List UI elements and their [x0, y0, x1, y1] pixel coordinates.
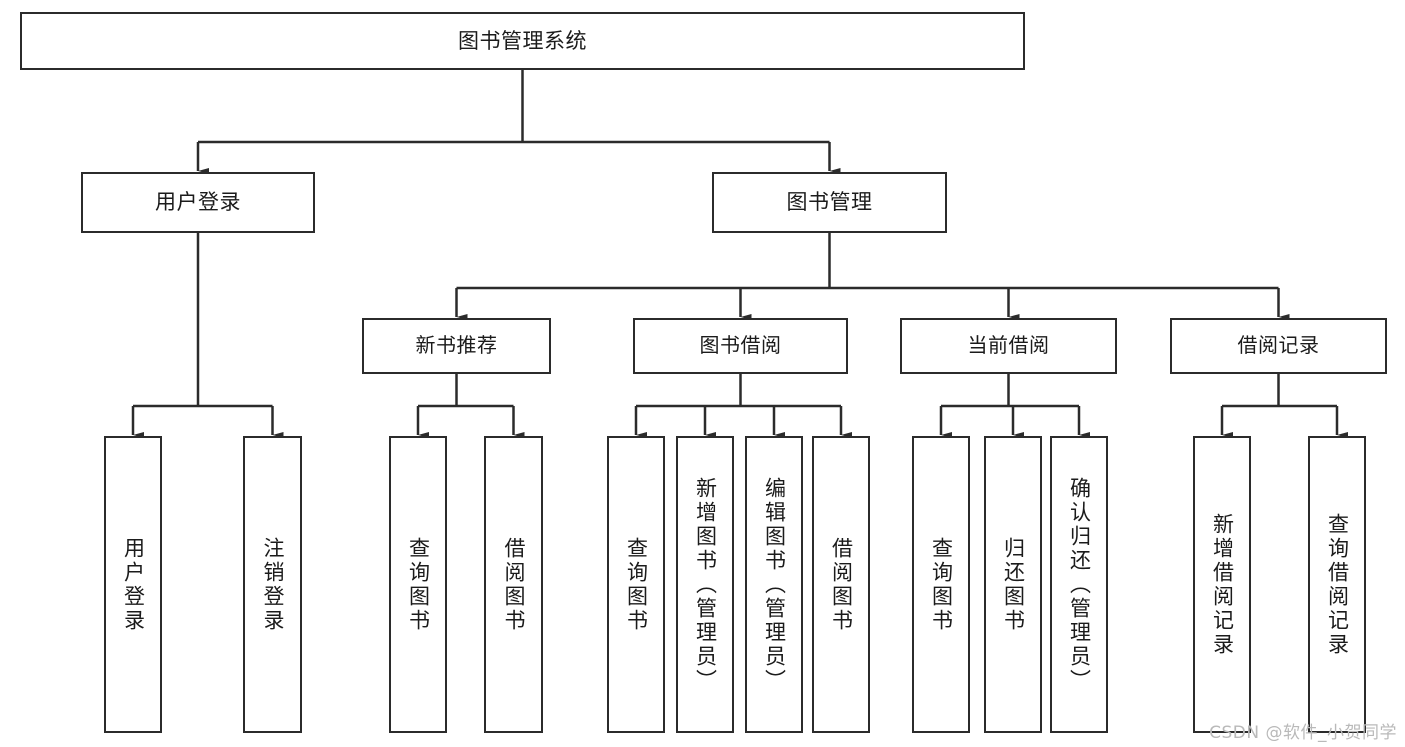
- node-leaf-query-book-2[interactable]: 查询图书: [607, 436, 665, 733]
- node-label: 查询借阅记录: [1325, 512, 1350, 657]
- csdn-watermark: CSDN @软件_小贺同学: [1209, 723, 1397, 743]
- node-label: 借阅图书: [502, 536, 527, 633]
- node-label: 确认归还（管理员）: [1067, 476, 1092, 693]
- node-leaf-borrow-book-1[interactable]: 借阅图书: [484, 436, 543, 733]
- node-label: 编辑图书（管理员）: [762, 476, 787, 693]
- node-leaf-confirm-return[interactable]: 确认归还（管理员）: [1050, 436, 1108, 733]
- node-label: 图书管理系统: [458, 28, 587, 53]
- node-label: 查询图书: [929, 536, 954, 633]
- node-new-book-recommend[interactable]: 新书推荐: [362, 318, 551, 374]
- node-label: 新增图书（管理员）: [693, 476, 718, 693]
- node-leaf-user-logout[interactable]: 注销登录: [243, 436, 302, 733]
- node-user-login[interactable]: 用户登录: [81, 172, 315, 233]
- node-leaf-query-record[interactable]: 查询借阅记录: [1308, 436, 1366, 733]
- node-book-borrow[interactable]: 图书借阅: [633, 318, 848, 374]
- node-current-borrow[interactable]: 当前借阅: [900, 318, 1117, 374]
- node-root-system[interactable]: 图书管理系统: [20, 12, 1025, 70]
- node-label: 归还图书: [1001, 536, 1026, 633]
- node-label: 查询图书: [624, 536, 649, 633]
- node-label: 借阅图书: [829, 536, 854, 633]
- node-label: 当前借阅: [967, 333, 1050, 358]
- node-label: 用户登录: [121, 536, 146, 633]
- node-label: 图书管理: [786, 190, 873, 215]
- node-leaf-query-book-1[interactable]: 查询图书: [389, 436, 447, 733]
- node-leaf-return-book[interactable]: 归还图书: [984, 436, 1042, 733]
- node-book-manage[interactable]: 图书管理: [712, 172, 947, 233]
- node-label: 借阅记录: [1237, 333, 1320, 358]
- node-label: 新书推荐: [415, 333, 498, 358]
- node-label: 注销登录: [261, 536, 286, 633]
- node-leaf-user-login[interactable]: 用户登录: [104, 436, 162, 733]
- node-label: 用户登录: [155, 190, 241, 215]
- node-borrow-record[interactable]: 借阅记录: [1170, 318, 1387, 374]
- node-leaf-edit-book[interactable]: 编辑图书（管理员）: [745, 436, 803, 733]
- node-leaf-add-record[interactable]: 新增借阅记录: [1193, 436, 1251, 733]
- node-label: 图书借阅: [699, 333, 782, 358]
- node-label: 查询图书: [406, 536, 431, 633]
- node-leaf-query-book-3[interactable]: 查询图书: [912, 436, 970, 733]
- node-label: 新增借阅记录: [1210, 512, 1235, 657]
- node-leaf-borrow-book-2[interactable]: 借阅图书: [812, 436, 870, 733]
- node-leaf-add-book[interactable]: 新增图书（管理员）: [676, 436, 734, 733]
